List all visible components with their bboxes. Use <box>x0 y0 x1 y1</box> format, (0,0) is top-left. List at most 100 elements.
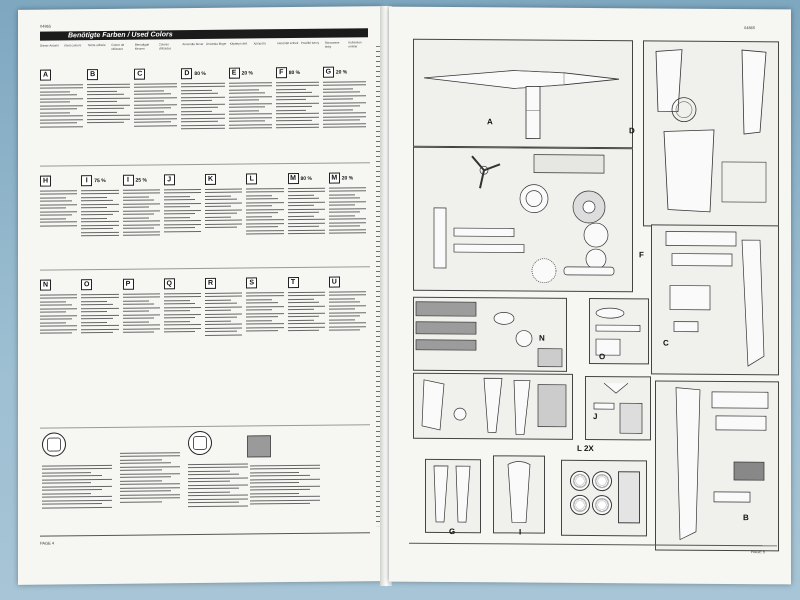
color-entry: B <box>87 63 131 161</box>
color-letter: D <box>181 68 193 80</box>
sprue-label-O: O <box>599 352 606 362</box>
warning-symbol-icon <box>42 432 66 457</box>
lang-item: Stosowane farby <box>324 40 340 49</box>
color-letter: P <box>122 278 134 290</box>
sprue-label-J: J <box>593 412 598 422</box>
lang-item: Used colours <box>63 43 82 48</box>
sprue-C <box>651 224 779 376</box>
page-title: Benötigte Farben / Used Colors <box>68 31 173 40</box>
language-header-row: Dieser Anzahl Used colours Teinte utilis… <box>40 40 370 57</box>
color-percent: 25 % <box>135 177 147 184</box>
lang-item: Colores utilizados <box>158 42 172 51</box>
sprue-label-N: N <box>539 333 545 343</box>
color-letter: E <box>228 67 240 79</box>
lang-item: Použité barvy <box>300 40 320 45</box>
color-entry: P <box>122 272 160 368</box>
safety-text-4 <box>250 462 320 507</box>
j-parts-drawing <box>593 382 643 434</box>
color-percent: 80 % <box>300 175 312 182</box>
color-percent: 80 % <box>194 70 206 78</box>
color-letter: A <box>40 69 51 81</box>
color-letter: F <box>275 67 287 79</box>
color-letter: C <box>134 68 146 80</box>
grey-color-swatch <box>247 435 271 458</box>
safety-text-3 <box>188 460 248 509</box>
sprue-label-B: B <box>743 513 749 523</box>
wheel-icon <box>592 495 612 516</box>
right-page-number: PAGE 5 <box>751 549 766 555</box>
lang-item: Colore da utilizzare <box>111 42 125 51</box>
lang-item: Teinte utilisée <box>87 42 106 48</box>
color-letter: G <box>322 66 334 78</box>
canopy-g-drawing <box>433 465 471 523</box>
color-letter: B <box>87 69 99 81</box>
lang-item: Használt színek <box>277 40 299 46</box>
sprue-label-G: G <box>449 527 456 537</box>
color-letter: M <box>328 172 340 184</box>
color-entry: S <box>246 271 284 367</box>
left-page-number: PAGE 4 <box>40 540 55 546</box>
sprue-label-L: L 2X <box>577 443 594 454</box>
lang-item: Använda färger <box>206 41 227 46</box>
sprue-I <box>493 455 545 534</box>
fuselage-half-drawing <box>665 231 765 367</box>
sprue-label-C: C <box>663 338 669 348</box>
wheel-icon <box>592 471 612 492</box>
fuselage-wing-drawing <box>423 70 620 140</box>
color-entry: J <box>163 168 201 264</box>
color-letter: M <box>287 172 299 185</box>
color-entry: R <box>205 272 243 368</box>
right-page-code: 04865 <box>744 25 756 31</box>
sprue-label-F: F <box>639 250 644 260</box>
safety-info-section <box>40 424 370 529</box>
sprue-J <box>585 375 651 441</box>
color-entry: N <box>40 273 78 369</box>
lang-item: Käytetyt värit <box>229 41 248 46</box>
canopy-i-drawing <box>507 461 531 523</box>
color-percent: 20 % <box>341 175 354 182</box>
left-page-code: 04865 <box>40 23 52 29</box>
engine-parts-drawing <box>433 154 615 284</box>
lang-item: Anvendte farver <box>182 41 204 47</box>
fuselage-b-drawing <box>675 387 769 541</box>
color-percent: 20 % <box>241 70 253 77</box>
sprue-G <box>425 458 481 534</box>
sprue-label-D: D <box>629 126 635 136</box>
wheel-icon <box>570 494 590 515</box>
lang-item: Dieser Anzahl <box>40 43 59 48</box>
sprue-A <box>413 38 633 149</box>
recycle-symbol-icon <box>188 430 212 456</box>
color-percent: 20 % <box>335 69 348 76</box>
color-percent: 80 % <box>288 69 301 77</box>
safety-text-2 <box>120 449 180 505</box>
color-letter: N <box>40 279 51 291</box>
color-entry: O <box>81 273 119 369</box>
color-row-3: N O P Q R S T U <box>40 270 366 369</box>
color-entry: T <box>287 271 325 367</box>
color-letter: H <box>40 175 51 187</box>
small-parts-drawing <box>595 307 641 356</box>
sprue-lower-left <box>413 372 573 440</box>
footer-line <box>40 532 370 537</box>
color-entry: H <box>40 169 78 265</box>
color-letter: U <box>328 276 340 288</box>
lang-item: Kullanılan renkler <box>348 40 362 49</box>
sprue-F <box>413 146 633 293</box>
color-entry: A <box>40 63 84 161</box>
cockpit-parts-drawing <box>415 301 563 368</box>
right-page-sprue-map: 04865 A D <box>389 6 791 585</box>
color-letter: L <box>246 173 258 185</box>
lang-item: Benodigde kleuren <box>134 42 150 51</box>
color-entry: L <box>246 167 284 263</box>
color-letter: R <box>205 277 216 289</box>
color-letter: I <box>81 175 93 187</box>
color-letter: S <box>246 277 258 289</box>
